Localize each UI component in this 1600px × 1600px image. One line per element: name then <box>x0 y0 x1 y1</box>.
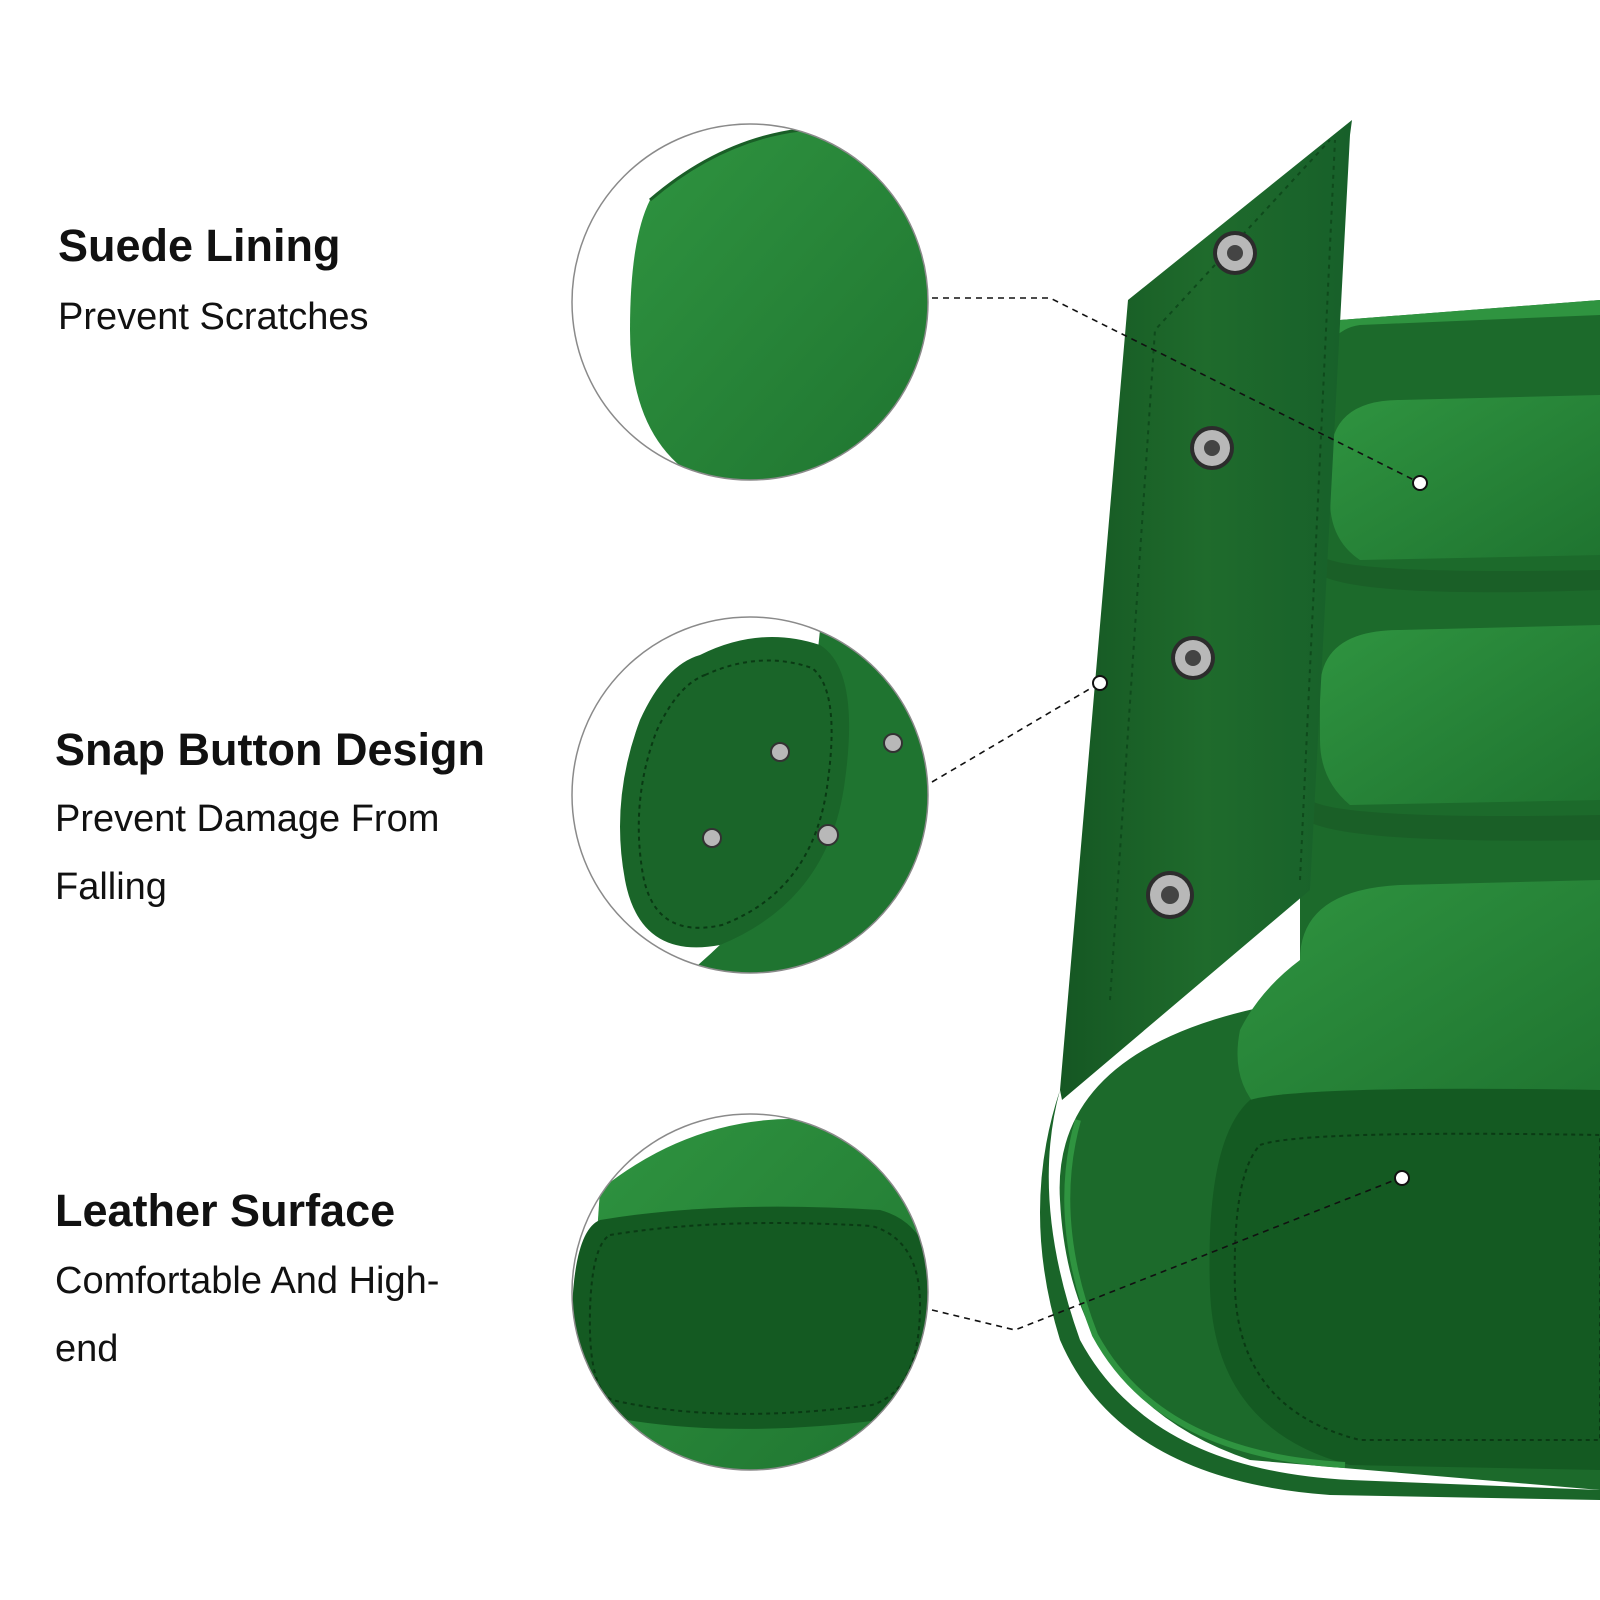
snap-button-icon <box>1146 871 1194 919</box>
leader-dot <box>1394 1170 1410 1186</box>
leather-end-cap <box>1209 1088 1600 1470</box>
snap-buttons <box>1146 231 1257 919</box>
feature-description: Prevent Damage From Falling <box>55 798 440 908</box>
leader-dot <box>1412 475 1428 491</box>
feature-title: Leather Surface <box>55 1185 396 1236</box>
leader-lines <box>931 297 1428 1331</box>
snap-button-icon <box>1190 426 1234 470</box>
leather-flap <box>1040 120 1600 1500</box>
snap-button-detail <box>571 616 929 974</box>
leader-dot <box>1092 675 1108 691</box>
snap-button-icon <box>1171 636 1215 680</box>
feature-title: Suede Lining <box>58 220 341 271</box>
leader-line-snap <box>931 683 1099 783</box>
feature-description: Prevent Scratches <box>58 296 369 338</box>
leather-end-cap-icon <box>571 1113 929 1471</box>
feature-title: Snap Button Design <box>55 724 485 775</box>
watch-pillow-2 <box>1300 625 1600 841</box>
watch-pillow-3 <box>1237 880 1600 1110</box>
feature-description: Comfortable And High-end <box>55 1260 440 1370</box>
suede-swatch-icon <box>571 123 929 481</box>
watch-roll-case-icon <box>1040 120 1600 1500</box>
snap-button-icon <box>1213 231 1257 275</box>
watch-pillow-1 <box>1310 395 1600 593</box>
roll-suede-edge <box>1310 300 1600 400</box>
